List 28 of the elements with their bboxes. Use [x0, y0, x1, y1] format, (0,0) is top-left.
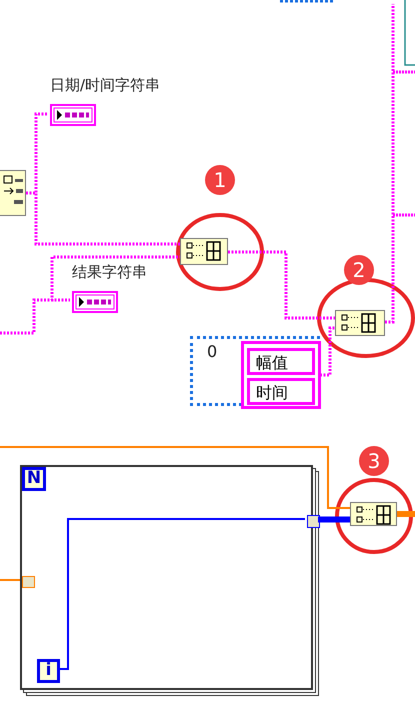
callout-number: 2	[344, 255, 374, 285]
wire	[26, 192, 180, 246]
callout-number: 1	[205, 165, 235, 195]
input-tunnel	[22, 576, 35, 588]
build-array-function	[350, 502, 397, 526]
cluster-element: 幅值	[247, 348, 315, 375]
wire	[228, 250, 335, 320]
cluster-constant	[241, 341, 321, 409]
array-constant	[190, 336, 320, 406]
indicator-label: 日期/时间字符串	[50, 76, 160, 94]
build-array-function	[335, 310, 385, 336]
wire	[385, 4, 394, 324]
wire	[0, 256, 180, 334]
wire	[0, 579, 20, 581]
count-terminal: N	[22, 467, 46, 491]
array-index: 0	[207, 343, 218, 361]
cluster-element: 时间	[247, 378, 315, 405]
iteration-terminal: i	[37, 659, 60, 683]
wire	[320, 326, 335, 376]
output-tunnel	[307, 515, 320, 528]
indicator-label: 结果字符串	[72, 263, 147, 281]
build-array-function	[180, 238, 228, 265]
callout-number: 3	[359, 446, 389, 476]
wire	[58, 518, 305, 670]
wire	[397, 511, 415, 517]
wire	[0, 446, 350, 509]
date-time-function	[0, 170, 26, 216]
wire	[318, 516, 350, 522]
